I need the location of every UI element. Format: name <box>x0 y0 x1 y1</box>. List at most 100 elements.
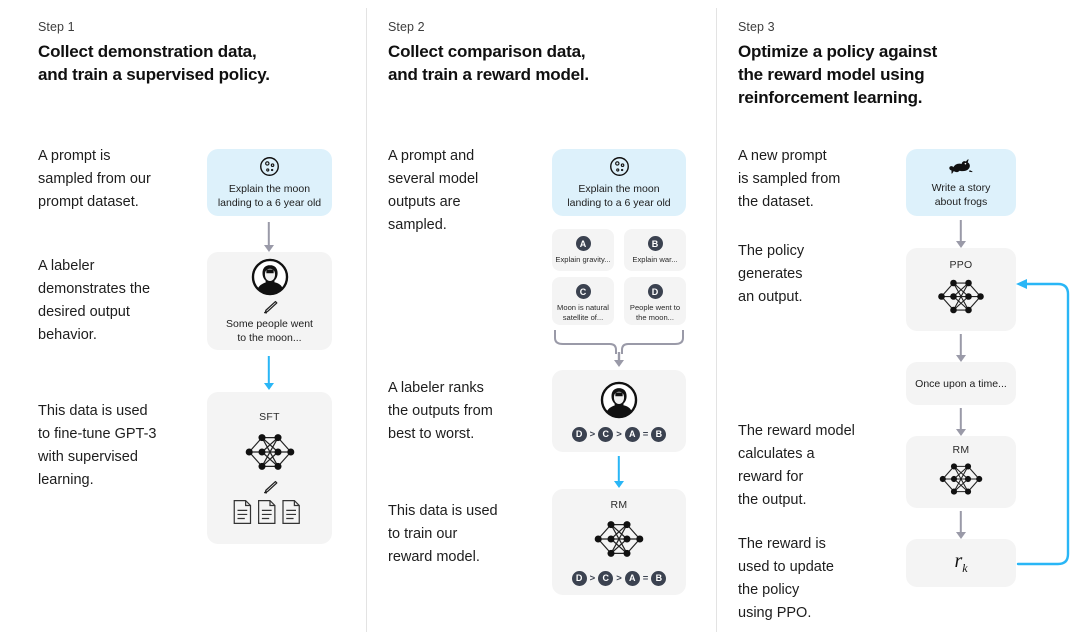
moon-icon <box>259 156 280 177</box>
step-2-labeler-box[interactable]: D > C > A = B <box>552 370 686 452</box>
step-1-prompt-text: Explain the moon landing to a 6 year old <box>217 182 322 209</box>
neural-network-icon <box>931 273 991 320</box>
column-divider-1 <box>366 8 367 632</box>
step-2-title: Collect comparison data, and train a rew… <box>388 40 688 86</box>
rank-badge-4: B <box>651 570 667 586</box>
step-2-paragraph-3: This data is used to train our reward mo… <box>388 503 498 565</box>
rank-badge-1: D <box>571 426 587 442</box>
step-1-labeler-box[interactable]: Some people went to the moon... <box>207 252 332 350</box>
option-card-b[interactable]: B Explain war... <box>624 229 686 271</box>
ppo-feedback-loop <box>1012 276 1080 568</box>
step-3-title-line-1: Optimize a policy against <box>738 42 938 61</box>
rank-op-1: > <box>589 572 596 584</box>
option-card-c[interactable]: C Moon is natural satellite of... <box>552 277 614 325</box>
step-2-paragraph-1: A prompt and several model outputs are s… <box>388 148 479 233</box>
neural-network-icon <box>238 427 302 477</box>
step-1-arrow-2 <box>258 356 280 390</box>
option-badge-c: C <box>575 284 591 299</box>
frog-icon <box>948 157 974 176</box>
step-1-prompt-box[interactable]: Explain the moon landing to a 6 year old <box>207 149 332 216</box>
rank-badge-3: A <box>624 570 640 586</box>
option-text-a: Explain gravity... <box>555 255 611 264</box>
step-2-prompt-text: Explain the moon landing to a 6 year old <box>567 182 671 209</box>
option-card-d[interactable]: D People went to the moon... <box>624 277 686 325</box>
step-1-title: Collect demonstration data, and train a … <box>38 40 348 86</box>
neural-network-icon <box>587 514 651 564</box>
step-1-arrow-1 <box>258 222 280 252</box>
step-3-prompt-text: Write a story about frogs <box>931 181 991 208</box>
step-2-title-line-1: Collect comparison data, <box>388 42 586 61</box>
documents-icon <box>232 499 308 525</box>
step-3-label: Step 3 <box>738 20 775 34</box>
step-2-rm-title: RM <box>610 498 628 511</box>
rank-badge-4: B <box>651 426 667 442</box>
step-3-title: Optimize a policy against the reward mod… <box>738 40 1038 109</box>
step-2-paragraph-2: A labeler ranks the outputs from best to… <box>388 380 493 442</box>
column-divider-2 <box>716 8 717 632</box>
step-3-paragraph-2: The policy generates an output. <box>738 243 805 305</box>
rank-badge-2: C <box>598 570 614 586</box>
step-3-arrow-4 <box>950 511 972 539</box>
reward-r: r <box>954 550 963 572</box>
step-3-ppo-title: PPO <box>949 259 973 271</box>
step-1-sft-box[interactable]: SFT <box>207 392 332 544</box>
step-1-paragraph-1: A prompt is sampled from our prompt data… <box>38 148 151 210</box>
step-2-label: Step 2 <box>388 20 425 34</box>
step-2-rm-box[interactable]: RM <box>552 489 686 595</box>
rank-op-2: > <box>616 572 622 584</box>
step-2-prompt-box[interactable]: Explain the moon landing to a 6 year old <box>552 149 686 216</box>
option-card-a[interactable]: A Explain gravity... <box>552 229 614 271</box>
step-3-ppo-box[interactable]: PPO <box>906 248 1016 331</box>
step-2-merge-brace <box>552 328 686 368</box>
step-3-output-text: Once upon a time... <box>915 377 1007 390</box>
option-badge-d: D <box>647 284 663 299</box>
rank-op-2: > <box>616 428 622 440</box>
option-text-c: Moon is natural satellite of... <box>557 303 609 322</box>
step-2-arrow-blue <box>608 456 630 488</box>
rank-op-1: > <box>589 428 596 440</box>
step-3-title-line-3: reinforcement learning. <box>738 88 923 107</box>
step-1-paragraph-3: This data is used to fine-tune GPT-3 wit… <box>38 403 157 488</box>
step-3-prompt-box[interactable]: Write a story about frogs <box>906 149 1016 216</box>
step-3-arrow-2 <box>950 334 972 362</box>
step-3-reward-symbol: rk <box>954 550 967 576</box>
labeler-avatar-icon <box>600 381 638 419</box>
step-3-arrow-1 <box>950 220 972 248</box>
pencil-icon <box>261 480 278 494</box>
step-3-rm-box[interactable]: RM <box>906 436 1016 508</box>
step-3-paragraph-1: A new prompt is sampled from the dataset… <box>738 148 841 210</box>
step-3-title-line-2: the reward model using <box>738 65 925 84</box>
step-1-sft-title: SFT <box>259 411 280 423</box>
option-badge-b: B <box>647 236 663 251</box>
option-badge-a: A <box>575 236 591 251</box>
moon-icon <box>609 156 630 177</box>
step-3-column: Step 3 Optimize a policy against the rew… <box>716 0 1080 640</box>
rank-op-3: = <box>642 572 649 584</box>
step-3-rm-title: RM <box>952 443 970 456</box>
step-1-labeler-text: Some people went to the moon... <box>226 317 313 344</box>
reward-k: k <box>962 561 968 575</box>
option-text-d: People went to the moon... <box>629 303 681 322</box>
step-1-title-line-1: Collect demonstration data, <box>38 42 257 61</box>
step-2-rm-ranking: D > C > A = B <box>571 570 667 586</box>
neural-network-icon <box>933 457 989 501</box>
step-1-paragraph-2: A labeler demonstrates the desired outpu… <box>38 258 151 343</box>
rank-badge-2: C <box>598 426 614 442</box>
step-3-output-box[interactable]: Once upon a time... <box>906 362 1016 405</box>
step-2-column: Step 2 Collect comparison data, and trai… <box>366 0 716 640</box>
step-1-column: Step 1 Collect demonstration data, and t… <box>0 0 366 640</box>
option-text-b: Explain war... <box>632 255 678 264</box>
labeler-avatar-icon <box>251 258 289 296</box>
step-3-paragraph-4: The reward is used to update the policy … <box>738 536 834 621</box>
pencil-icon <box>261 300 278 314</box>
rank-badge-1: D <box>571 570 587 586</box>
step-3-reward-box[interactable]: rk <box>906 539 1016 587</box>
step-2-title-line-2: and train a reward model. <box>388 65 589 84</box>
rank-badge-3: A <box>624 426 640 442</box>
step-1-label: Step 1 <box>38 20 75 34</box>
rank-op-3: = <box>642 428 649 440</box>
step-3-paragraph-3: The reward model calculates a reward for… <box>738 423 855 508</box>
step-2-ranking: D > C > A = B <box>571 426 667 442</box>
step-3-arrow-3 <box>950 408 972 436</box>
